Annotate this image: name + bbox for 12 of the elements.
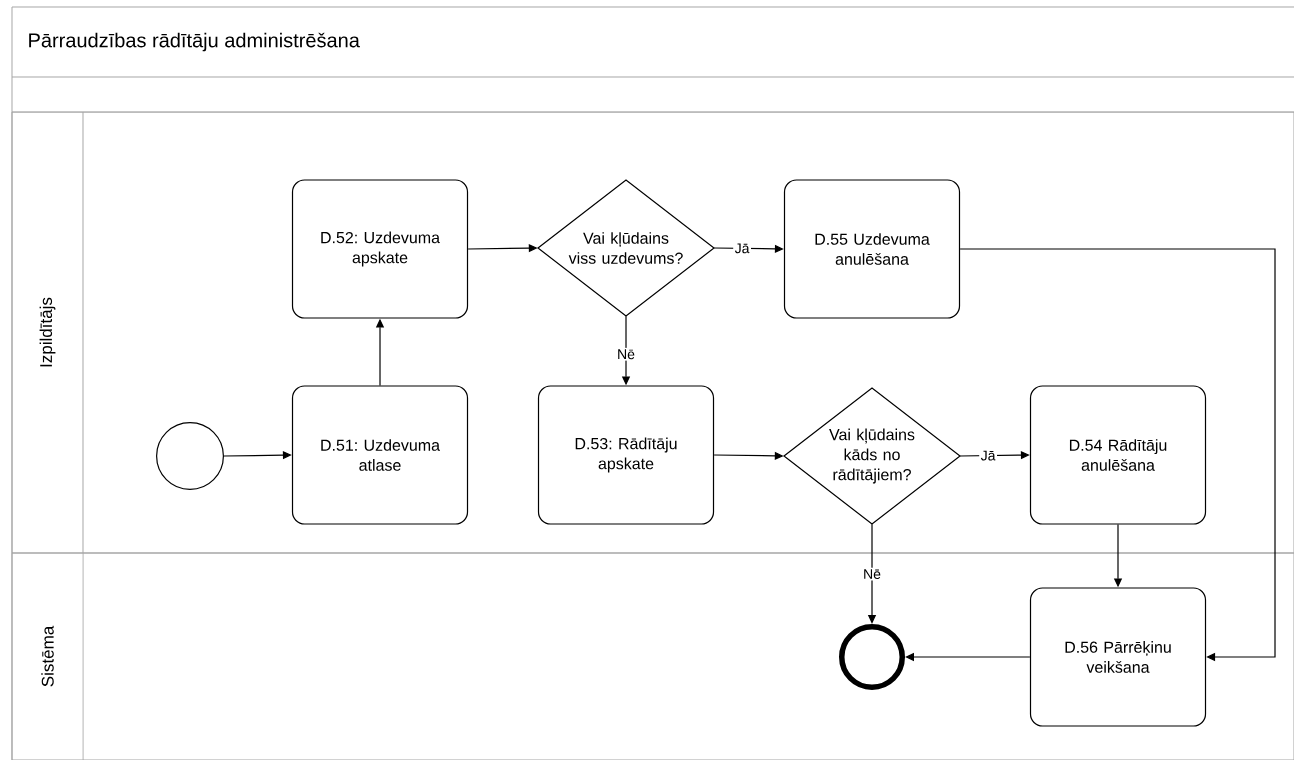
edge-label: Jā <box>979 449 997 462</box>
end-event-circle <box>839 624 905 690</box>
arrow <box>959 248 1276 662</box>
task-box: D.51: Uzdevuma atlase <box>291 385 469 525</box>
pool-title: Pārraudzības rādītāju administrēšana <box>29 32 360 52</box>
start-event-circle <box>156 422 224 490</box>
edge-label: Jā <box>733 242 751 255</box>
task-box: D.53: Rādītāju apskate <box>537 385 715 525</box>
task-box: D.56 Pārrēķinu veikšana <box>1029 587 1207 727</box>
task-box: D.54 Rādītāju anulēšana <box>1029 385 1207 525</box>
task-box: D.55 Uzdevuma anulēšana <box>783 179 961 319</box>
task-box: D.52: Uzdevuma apskate <box>291 179 469 319</box>
